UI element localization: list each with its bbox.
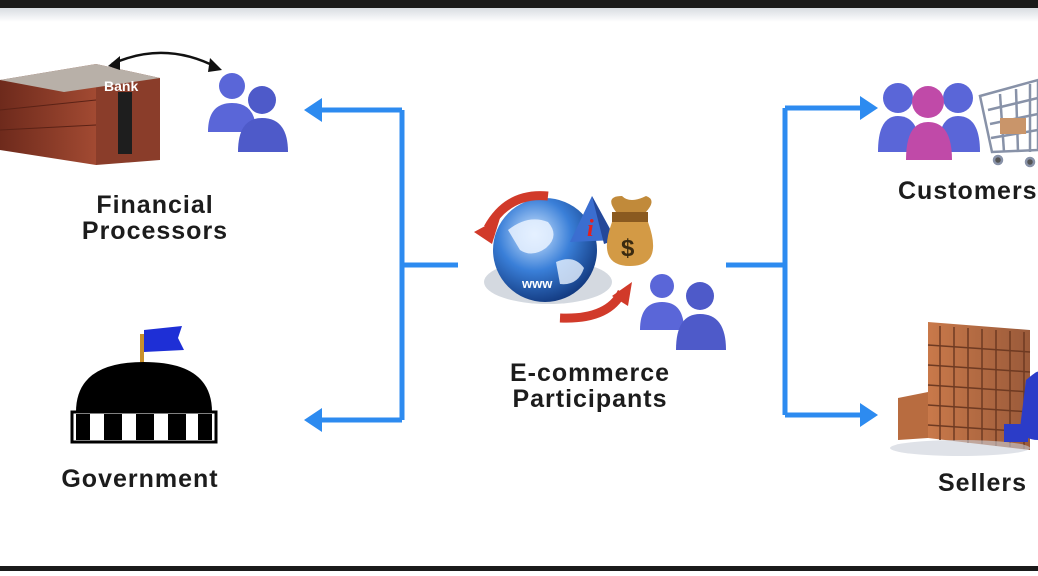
bottom-border	[0, 564, 1038, 576]
label-ecommerce-participants: E-commerce Participants	[509, 359, 671, 413]
svg-text:$: $	[621, 235, 635, 262]
bank-icon: Bank	[0, 64, 160, 165]
arrowhead-government	[304, 408, 322, 432]
left-connector	[318, 107, 458, 423]
money-bag-icon: $	[606, 196, 654, 266]
people-icon-financial	[208, 73, 288, 152]
arrowhead-financial	[304, 98, 322, 122]
svg-text:i: i	[587, 216, 594, 242]
globe-www: www	[521, 276, 553, 291]
globe-icon: www	[484, 198, 612, 304]
cycle-arrowhead-bottom	[612, 282, 632, 306]
label-customers: Customers	[898, 177, 1038, 205]
people-icon-center	[640, 274, 726, 350]
bank-link-arrow	[111, 51, 219, 70]
cycle-arrowhead-top	[474, 218, 500, 244]
top-border	[0, 0, 1038, 8]
cart-box	[1000, 118, 1026, 134]
government-dome-icon	[70, 326, 218, 444]
seller-figure-icon	[1004, 371, 1038, 442]
bank-link-head-left	[108, 56, 120, 70]
bank-link-head-right	[208, 58, 222, 72]
label-sellers: Sellers	[938, 469, 1028, 497]
bank-sign: Bank	[104, 78, 138, 94]
label-financial-processors: Financial Processors	[81, 191, 229, 245]
office-building-icon	[890, 322, 1031, 456]
right-connector	[726, 105, 862, 418]
label-government: Government	[61, 465, 219, 493]
arrowhead-sellers	[860, 403, 878, 427]
customers-people-icon	[878, 83, 980, 160]
cycle-arrow-top	[484, 191, 549, 231]
top-shade	[0, 8, 1038, 22]
arrowhead-customers	[860, 96, 878, 120]
